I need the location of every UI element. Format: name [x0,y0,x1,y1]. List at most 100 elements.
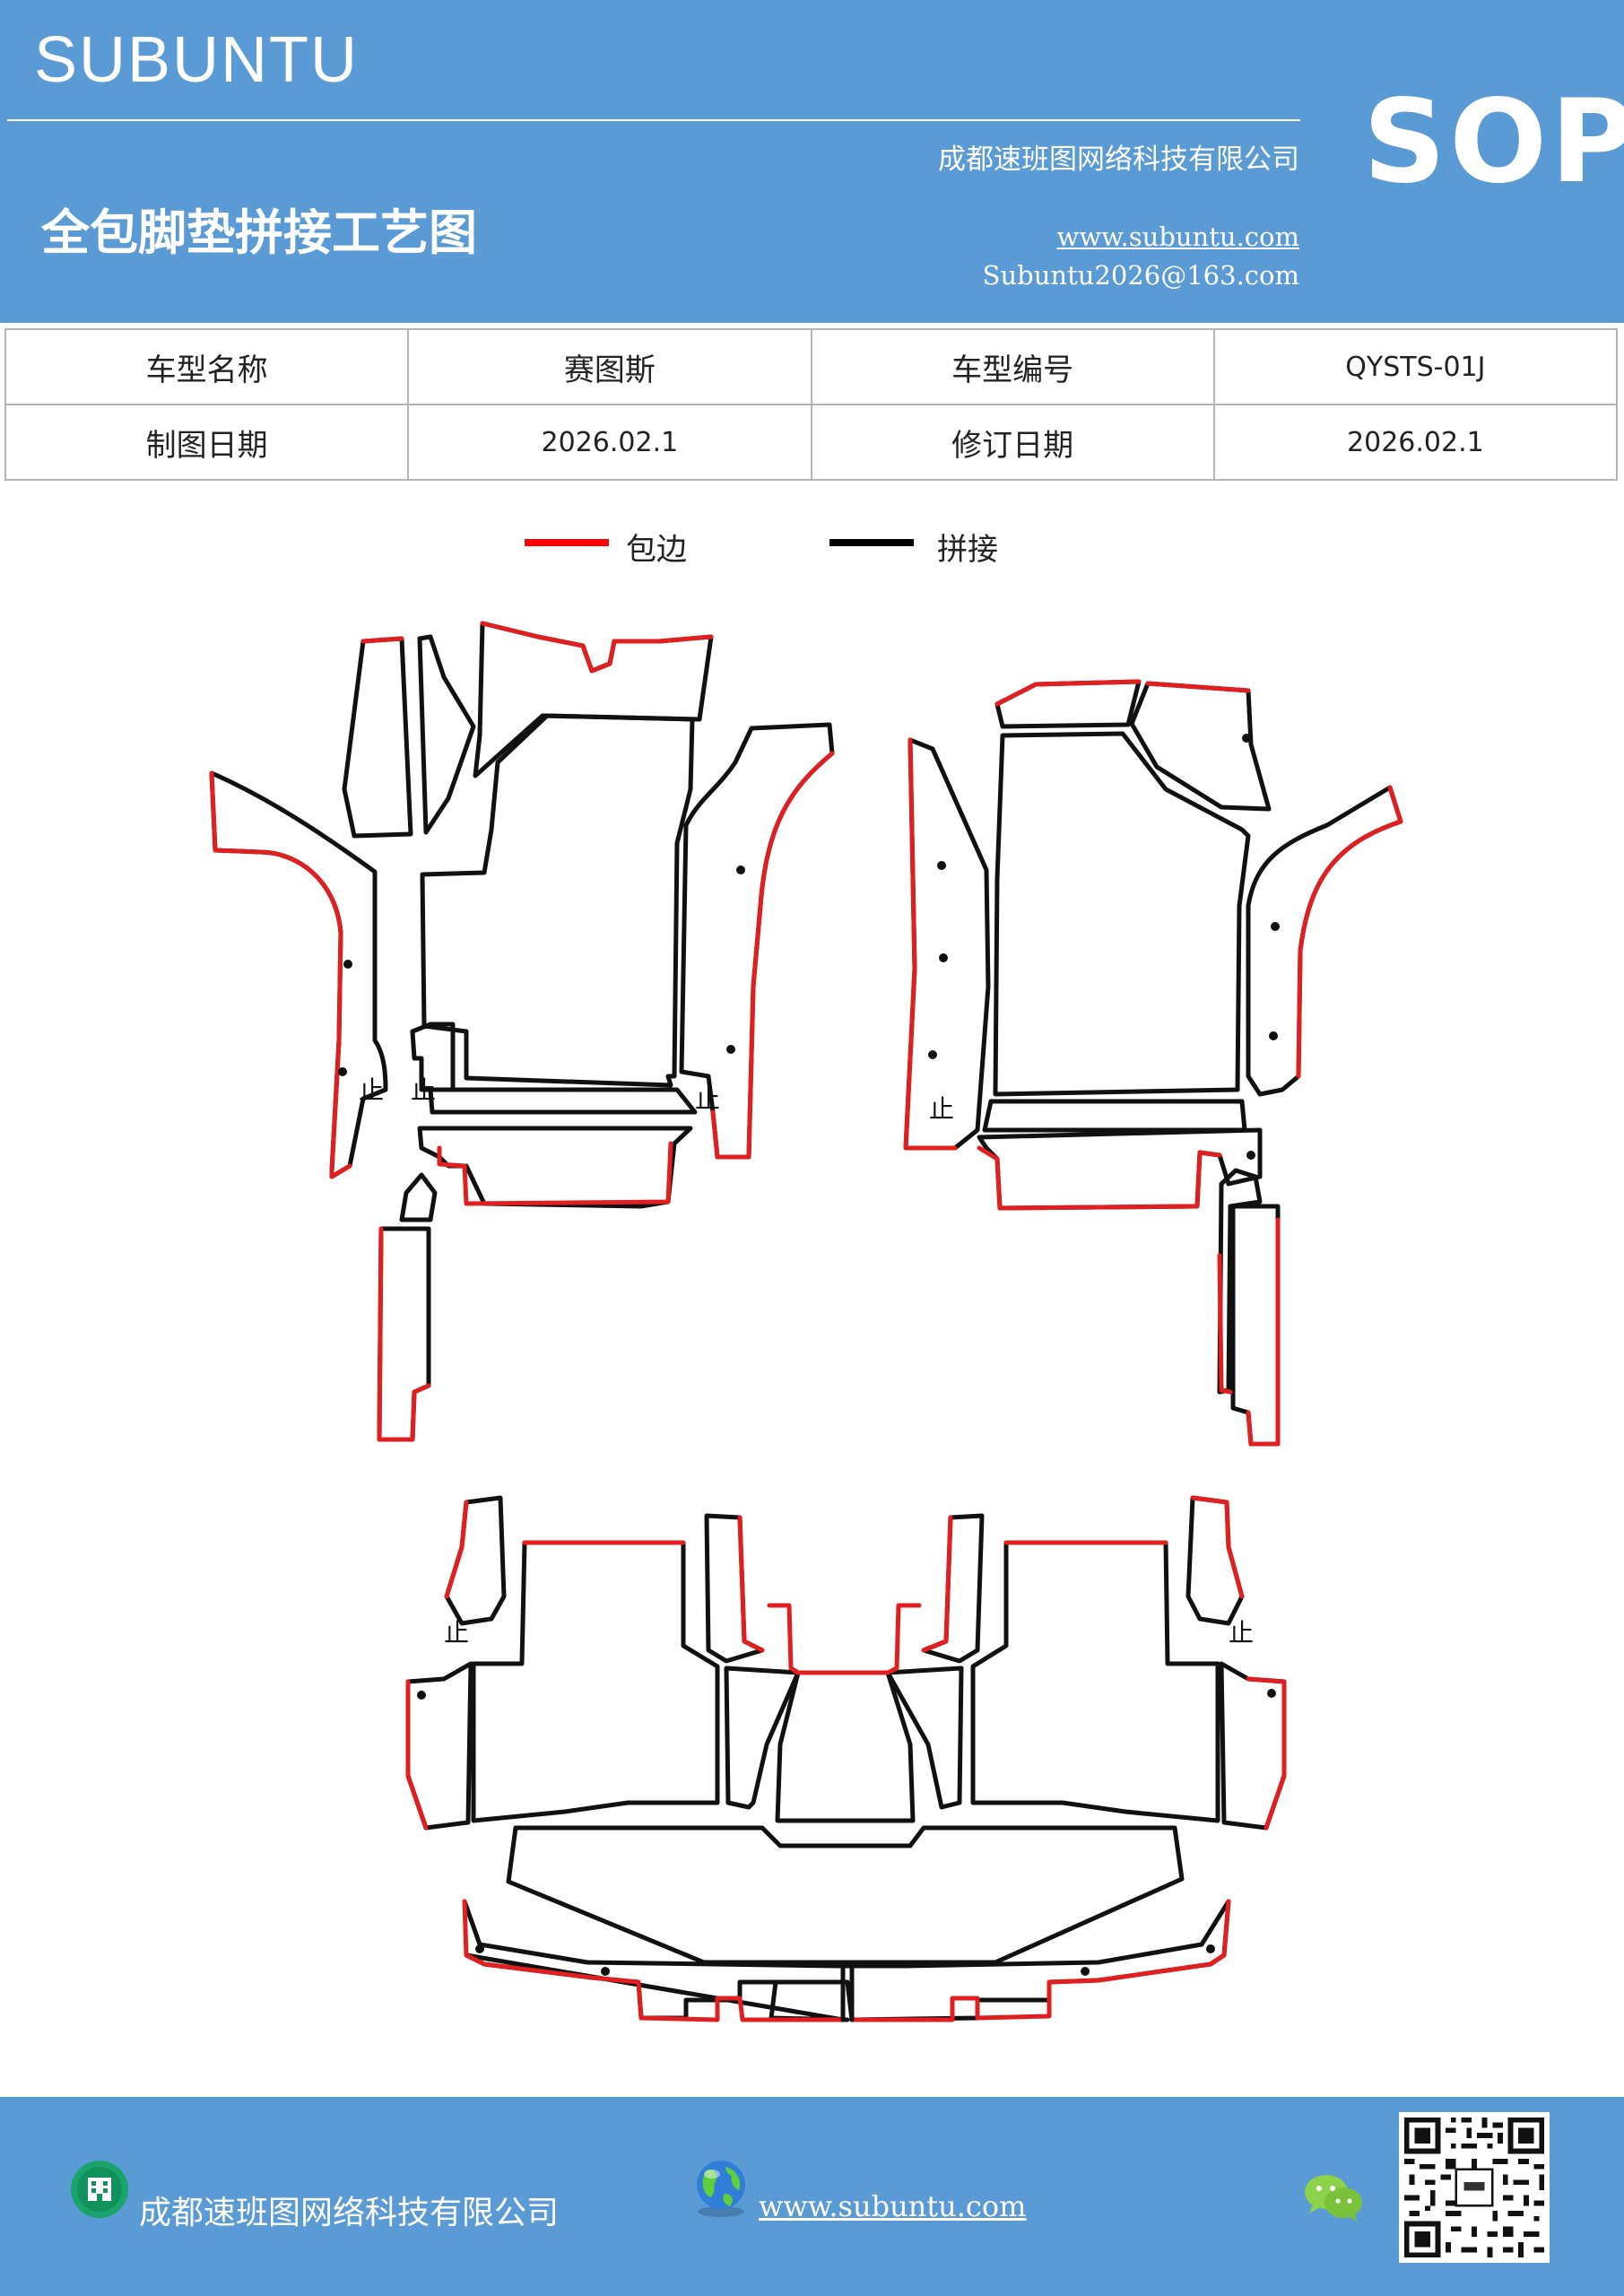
mat-piece [1296,785,1403,1079]
mat-piece [399,1172,438,1222]
stop-mark: 止 [1229,1618,1254,1648]
fastener-dot [928,1050,937,1059]
mat-piece [1129,681,1272,812]
vehicle-info-table: 车型名称 赛图斯 车型编号 QYSTS-01J 制图日期 2026.02.1 修… [4,328,1619,481]
stop-mark: 止 [695,1084,720,1114]
mat-piece [994,679,1142,707]
info-row: 制图日期 2026.02.1 修订日期 2026.02.1 [4,404,1619,481]
mat-piece [420,713,695,1088]
mat-piece [1217,1168,1263,1395]
model-code-label: 车型编号 [810,328,1215,405]
mat-piece [994,679,1142,729]
mat-piece [1230,1204,1281,1447]
mat-piece [417,634,476,835]
globe-icon [697,2161,745,2217]
mat-piece [903,737,991,1151]
mat-piece [209,770,352,1179]
stop-mark: 止 [929,1094,954,1124]
mat-piece [840,1963,855,2022]
model-code-value: QYSTS-01J [1212,328,1619,405]
mat-piece [970,1540,1220,1823]
mat-piece [775,1670,916,1823]
fastener-dot [343,960,352,969]
header-email[interactable]: Subuntu2026@163.com [982,260,1299,291]
mat-piece [977,1127,1263,1211]
mat-piece [1190,1495,1245,1599]
revision-date-value: 2026.02.1 [1212,404,1619,481]
mat-piece [724,1665,801,1810]
mat-piece [885,1665,964,1810]
mat-piece [704,1513,765,1664]
stop-mark: 止 [411,1075,436,1105]
page-title: 全包脚垫拼接工艺图 [41,204,477,261]
info-row: 车型名称 赛图斯 车型编号 QYSTS-01J [4,328,1619,405]
mat-piece [437,1141,673,1206]
legend-swatch-seam [829,539,914,546]
fastener-dot [1271,922,1280,931]
footer-website-link[interactable]: www.subuntu.com [759,2189,1027,2223]
passenger-side-pieces: 止 [903,679,1403,1447]
legend: 包边 拼接 [0,525,1624,570]
fastener-dot [937,861,946,870]
fastener-dot [1206,1944,1215,1953]
mat-piece [377,1226,431,1442]
header-company-name: 成都速班图网络科技有限公司 [938,144,1299,176]
model-name-label: 车型名称 [4,328,410,405]
mat-piece [1217,1217,1281,1447]
mat-piece [921,1515,953,1653]
mat-piece [1246,785,1403,1097]
mat-piece [767,1603,922,1675]
rear-row-pieces: 止 止 [405,1495,1287,2022]
mat-piece [462,1899,1231,2022]
mat-piece [921,1513,985,1664]
mat-piece [982,1099,1247,1133]
mat-piece [444,1495,507,1626]
fastener-dot [1081,1967,1090,1976]
header-divider [7,119,1300,121]
sop-badge: SOP [1363,75,1624,209]
mat-piece [377,1226,431,1442]
header-website-link[interactable]: www.subuntu.com [1056,222,1299,252]
mat-piece [342,636,413,839]
fastener-dot [726,1045,735,1054]
page-footer: 成都速班图网络科技有限公司 www.subuntu.com [0,2097,1624,2296]
brand-name: SUBUNTU [34,24,360,96]
legend-label-seam: 拼接 [937,532,998,568]
draw-date-value: 2026.02.1 [407,404,812,481]
stop-mark: 止 [444,1618,469,1648]
fastener-dot [417,1691,426,1700]
mat-piece [903,737,958,1151]
revision-date-label: 修订日期 [810,404,1215,481]
mat-piece [993,731,1251,1097]
fastener-dot [1269,1031,1278,1040]
mat-piece [506,1825,1185,1965]
page-header: SUBUNTU SOP 成都速班图网络科技有限公司 全包脚垫拼接工艺图 www.… [0,0,1624,323]
wechat-icon[interactable] [1302,2170,1365,2224]
fastener-dot [475,1944,484,1953]
fastener-dot [939,953,948,962]
fastener-dot [1242,734,1251,743]
qr-code [1399,2112,1550,2263]
fastener-dot [1267,1689,1276,1698]
driver-side-pieces: 止 止 止 [209,621,835,1442]
fastener-dot [736,865,745,874]
fastener-dot [1246,1151,1255,1160]
mat-piece [428,1087,698,1115]
mat-piece [360,636,404,644]
mat-piece [405,1679,429,1831]
mat-piece [471,1540,720,1823]
model-name-value: 赛图斯 [407,328,812,405]
mat-piece [444,1500,469,1599]
draw-date-label: 制图日期 [4,404,410,481]
mat-piece [1246,1676,1287,1831]
footer-company-name: 成都速班图网络科技有限公司 [139,2195,560,2231]
fastener-dot [601,1967,610,1976]
legend-label-edge: 包边 [626,532,687,568]
mat-piece [737,1515,765,1653]
fastener-dot [338,1067,347,1076]
mat-piece [710,751,835,1160]
stop-mark: 止 [359,1075,384,1105]
mat-piece [1145,681,1251,693]
mat-piece [977,1145,1222,1211]
floor-mat-diagram: 止 止 止 [209,621,1403,2022]
